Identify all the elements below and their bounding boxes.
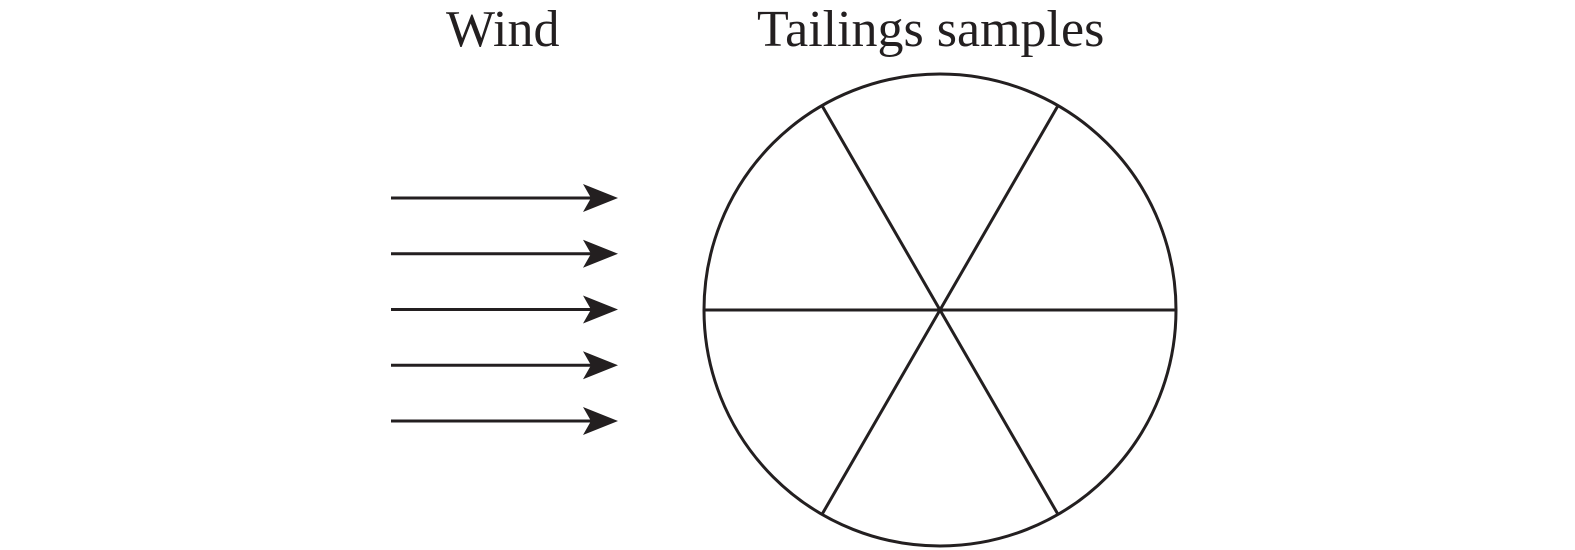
wind-arrow-head xyxy=(583,295,618,324)
tailings-samples-label: Tailings samples xyxy=(757,1,1105,58)
wind-arrow-head xyxy=(583,239,618,268)
wind-arrow xyxy=(391,239,618,268)
sector-divider xyxy=(820,104,1060,516)
wind-arrows xyxy=(391,184,618,435)
wind-arrow xyxy=(391,351,618,380)
wind-label: Wind xyxy=(446,1,560,58)
sector-dividers xyxy=(704,104,1176,516)
wind-arrow-head xyxy=(583,351,618,380)
wind-arrow-head xyxy=(583,184,618,212)
wind-arrow xyxy=(391,295,618,324)
tailings-sample-disc xyxy=(702,72,1178,548)
wind-arrow xyxy=(391,407,618,435)
wind-arrow xyxy=(391,184,618,212)
wind-arrow-head xyxy=(583,407,618,435)
